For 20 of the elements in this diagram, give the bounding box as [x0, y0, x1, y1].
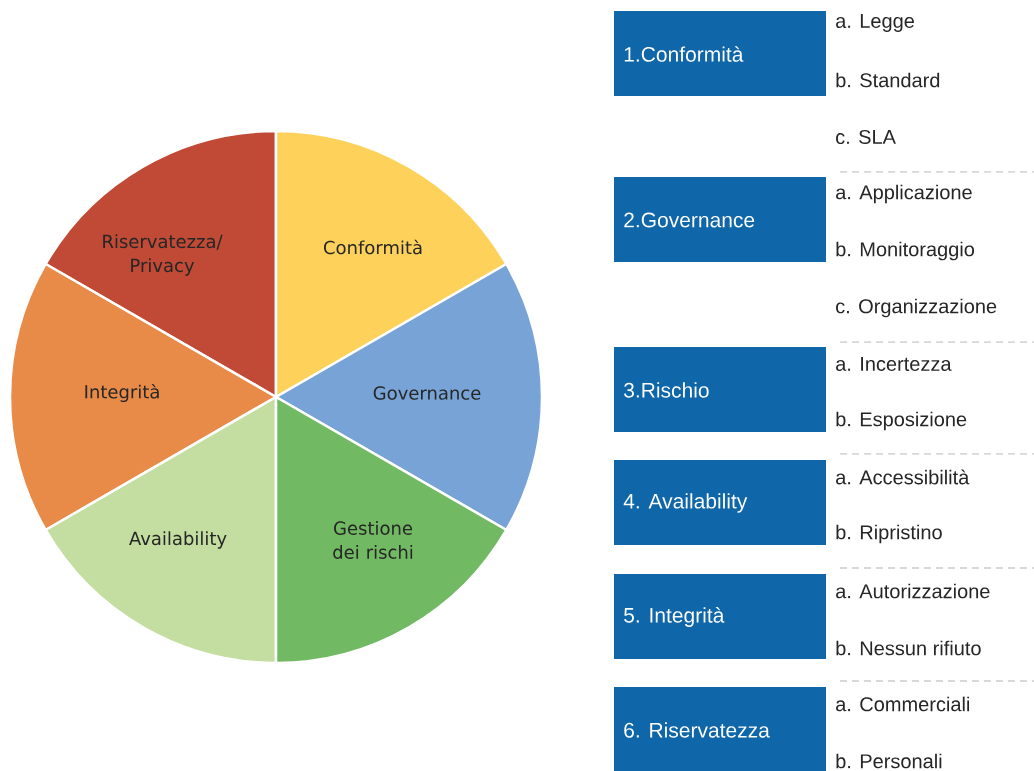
category-box: 6. Riservatezza	[614, 687, 826, 771]
category-box: 2.Governance	[614, 177, 826, 262]
category-box: 5. Integrità	[614, 574, 826, 659]
sub-item-text: b. Ripristino	[836, 524, 942, 544]
sub-item-text: a. Autorizzazione	[836, 583, 990, 599]
sub-item-text: b. Nessun rifiuto	[836, 640, 981, 656]
sub-item-text: b. Personali	[836, 753, 942, 769]
sub-item-text: b. Standard	[836, 72, 940, 88]
category-box: 3.Rischio	[614, 347, 826, 432]
sub-item-text: b. Esposizione	[836, 411, 967, 431]
sub-item-text: a. Incertezza	[836, 357, 952, 371]
sub-item-text: c. SLA	[836, 129, 896, 145]
sub-item-text: a. Applicazione	[836, 184, 972, 204]
sub-item-text: a. Legge	[836, 14, 914, 32]
category-box: 4. Availability	[614, 460, 826, 545]
sub-item-text: a. Commerciali	[836, 696, 970, 712]
sub-item-text: c. Organizzazione	[836, 298, 997, 318]
sub-item-text: b. Monitoraggio	[836, 241, 975, 261]
sub-item-text: a. Accessibilità	[836, 469, 970, 485]
category-box: 1.Conformità	[614, 11, 826, 96]
